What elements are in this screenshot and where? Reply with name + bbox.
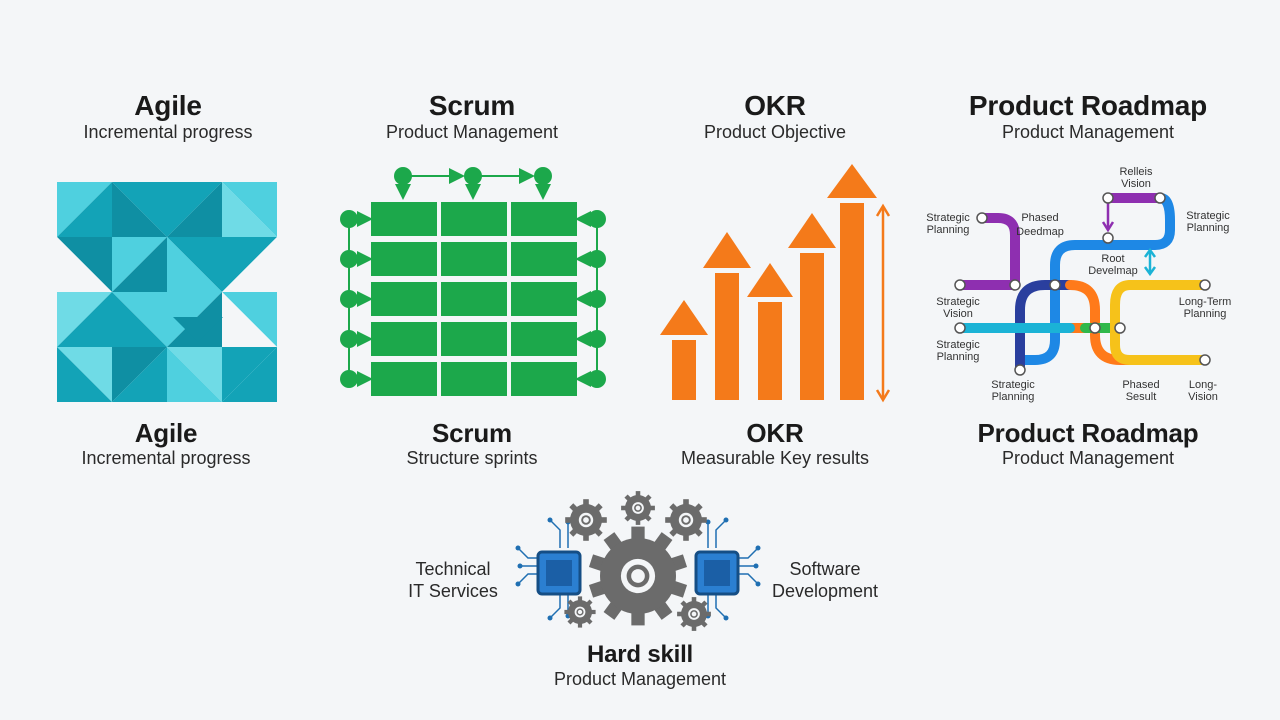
mosaic-triangle [222,292,277,347]
gear-icon [665,499,707,541]
roadmap-label: Planning [927,224,970,236]
sprint-cell [441,322,507,356]
mosaic-triangle [222,182,277,237]
okr-top-subtitle: Product Objective [703,122,847,142]
roadmap-label: Long- [1189,379,1217,391]
hard-skill-left-line-1: Technical [415,559,491,579]
roadmap-label: Deedmap [1016,226,1064,238]
sprint-cell [441,202,507,236]
gear-icon [564,596,596,628]
hard-skill-subtitle: Product Management [553,669,727,689]
roadmap-label: Relleis [1119,166,1153,178]
okr-bottom-title: OKR [746,418,804,448]
triangle-mosaic-icon [57,182,277,402]
sprint-cell [511,242,577,276]
gears-chip-icon [515,491,761,631]
scrum-top-title: Scrum [428,90,516,121]
hard-skill-title: Hard skill [586,641,694,668]
roadmap-label: Planning [1184,308,1227,320]
sprint-node [588,370,606,388]
sprint-cell [511,282,577,316]
hard-skill-right-line-2: Development [771,581,879,601]
sprint-cell [371,322,437,356]
scrum-top-subtitle: Product Management [385,122,559,142]
sprint-cell [511,362,577,396]
growth-arrows-icon [660,164,891,403]
mosaic-triangle [112,182,167,237]
roadmap-label: Vision [1121,178,1151,190]
gear-icon [565,499,607,541]
agile-bottom-title: Agile [134,418,198,448]
metro-map-icon: Relleis Vision Strategic Planning Phased… [926,166,1232,403]
scrum-bottom-title: Scrum [432,418,512,448]
gear-icon [588,526,688,626]
sprint-node [340,250,358,268]
sprint-node [340,210,358,228]
sprint-node [340,330,358,348]
roadmap-label: Long-Term [1179,296,1232,308]
sprint-cell [441,242,507,276]
mosaic-triangle [57,182,112,237]
roadmap-label: Strategic [926,212,970,224]
gear-icon [677,597,711,631]
mosaic-triangle [222,347,277,402]
mosaic-triangle [112,237,167,292]
roadmap-label: Planning [992,391,1035,403]
mosaic-triangle [167,347,222,402]
roadmap-label: Phased [1122,379,1159,391]
hard-skill-left-label: Technical IT Services [398,558,508,602]
scrum-bottom-subtitle: Structure sprints [406,448,538,468]
roadmap-label: Planning [1187,222,1230,234]
okr-top-title: OKR [744,90,806,121]
sprint-node [340,290,358,308]
sprint-cell [441,362,507,396]
hard-skill-right-line-1: Software [789,559,861,579]
sprint-node [588,250,606,268]
roadmap-label: Strategic [936,339,980,351]
sprint-cell [371,282,437,316]
roadmap-label: Vision [1188,391,1218,403]
mosaic-triangle [57,237,112,292]
roadmap-label: Strategic [991,379,1035,391]
roadmap-label: Planning [937,351,980,363]
mosaic-triangle [167,237,222,292]
roadmap-label: Strategic [936,296,980,308]
roadmap-label: Develmap [1088,265,1138,277]
sprint-node [588,290,606,308]
hard-skill-right-label: Software Development [765,558,885,602]
roadmap-label: Sesult [1126,391,1157,403]
sprint-cell [371,242,437,276]
sprint-node [588,210,606,228]
sprint-cell [441,282,507,316]
roadmap-label: Vision [943,308,973,320]
sprint-cell [511,202,577,236]
sprint-grid-icon [340,167,606,396]
roadmap-bottom-subtitle: Product Management [1001,448,1175,468]
roadmap-top-subtitle: Product Management [1001,122,1175,142]
roadmap-top-title: Product Roadmap [968,90,1208,121]
roadmap-label: Phased [1021,212,1058,224]
gear-icon [621,491,655,525]
sprint-node [588,330,606,348]
okr-bottom-subtitle: Measurable Key results [680,448,870,468]
mosaic-triangle [112,347,167,402]
roadmap-label: Root [1101,253,1124,265]
roadmap-label: Strategic [1186,210,1230,222]
mosaic-triangle [222,237,277,292]
hard-skill-left-line-2: IT Services [408,581,498,601]
sprint-cell [371,362,437,396]
agile-top-title: Agile [134,90,202,121]
agile-bottom-subtitle: Incremental progress [81,448,251,468]
mosaic-arrow [173,317,223,342]
sprint-cell [511,322,577,356]
sprint-cell [371,202,437,236]
mosaic-triangle [57,347,112,402]
mosaic-triangle [112,292,167,347]
sprint-node [340,370,358,388]
mosaic-triangle [167,182,222,237]
roadmap-bottom-title: Product Roadmap [977,418,1199,448]
mosaic-triangle [57,292,112,347]
agile-top-subtitle: Incremental progress [83,122,253,142]
